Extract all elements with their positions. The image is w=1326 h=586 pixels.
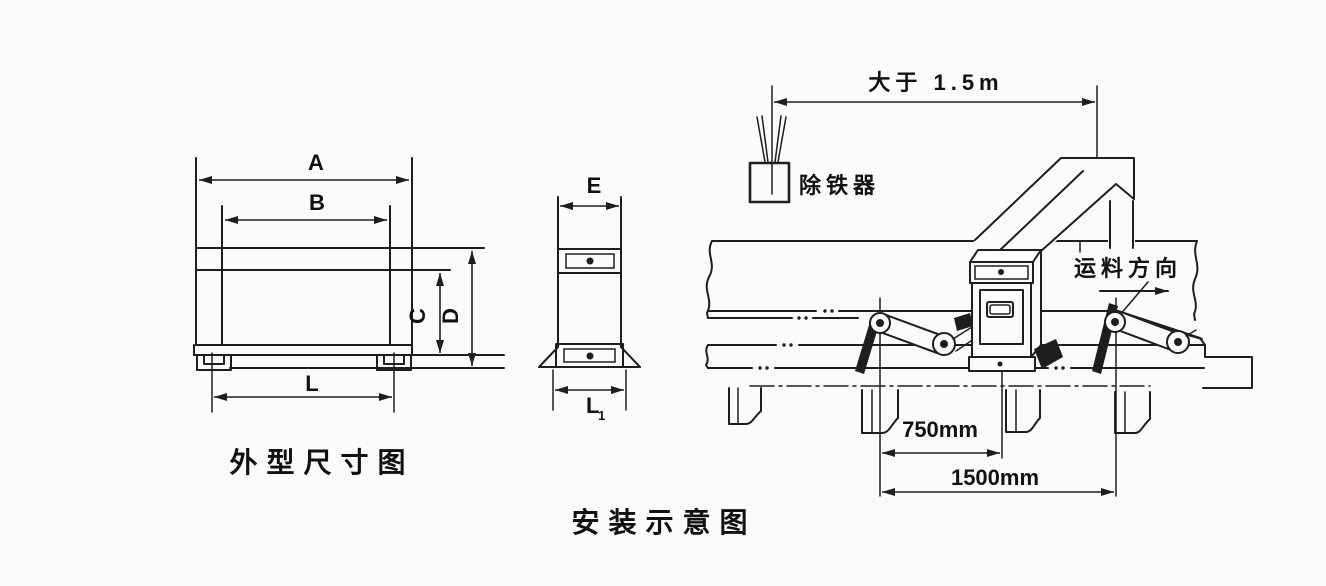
iron-remover-label: 除铁器 [799, 173, 880, 198]
flared-base [538, 346, 641, 368]
support-leg [728, 387, 762, 425]
material-direction: 运料方向 [1074, 256, 1182, 295]
gantry-beam [974, 156, 1136, 262]
dimension-clearance: 大于 1.5m [771, 70, 1098, 195]
iron-remover: 除铁器 [748, 115, 880, 204]
dim-label-d: D [438, 308, 463, 324]
dimension-a: A [199, 150, 409, 184]
dimension-d: D [438, 251, 476, 366]
dim-label-a: A [308, 150, 324, 175]
side-view-figure: E L 1 [538, 173, 641, 423]
dimension-l: L [211, 352, 395, 413]
dim-label-750: 750mm [902, 417, 978, 442]
dim-label-b: B [309, 190, 325, 215]
dimension-c: C [405, 273, 444, 353]
support-legs [728, 387, 1151, 434]
direction-label: 运料方向 [1074, 256, 1182, 281]
mounting-clamp-left [196, 354, 232, 371]
dim-label-e: E [587, 173, 602, 198]
dimension-l1: L 1 [552, 369, 627, 423]
dim-label-l1-subscript: 1 [598, 408, 605, 423]
dimension-b: B [225, 190, 387, 224]
outline-figure-caption: 外型尺寸图 [229, 447, 414, 478]
dimension-750: 750mm [882, 417, 1000, 457]
dim-label-l: L [305, 371, 318, 396]
dimension-e: E [560, 173, 619, 210]
clearance-label: 大于 1.5m [868, 70, 1003, 95]
dim-label-l1: L [586, 393, 599, 418]
installation-figure-caption: 安装示意图 [571, 506, 756, 538]
upper-sensor-slot [557, 248, 622, 274]
support-leg [861, 389, 899, 434]
roller-assembly-left [855, 297, 975, 497]
metal-detector [968, 249, 1063, 459]
dimension-1500: 1500mm [882, 465, 1114, 496]
installation-figure: 大于 1.5m 除铁器 运料方向 750mm 1500mm 安装示意图 [571, 70, 1253, 538]
support-leg [1005, 389, 1041, 433]
dim-label-1500: 1500mm [951, 465, 1039, 490]
support-leg [1114, 391, 1151, 434]
lower-sensor-slot [555, 343, 624, 368]
dim-label-c: C [405, 308, 430, 324]
outline-dimension-figure: A B C D L 外型尺寸图 [193, 150, 505, 478]
roller-assembly-right [1092, 281, 1197, 497]
